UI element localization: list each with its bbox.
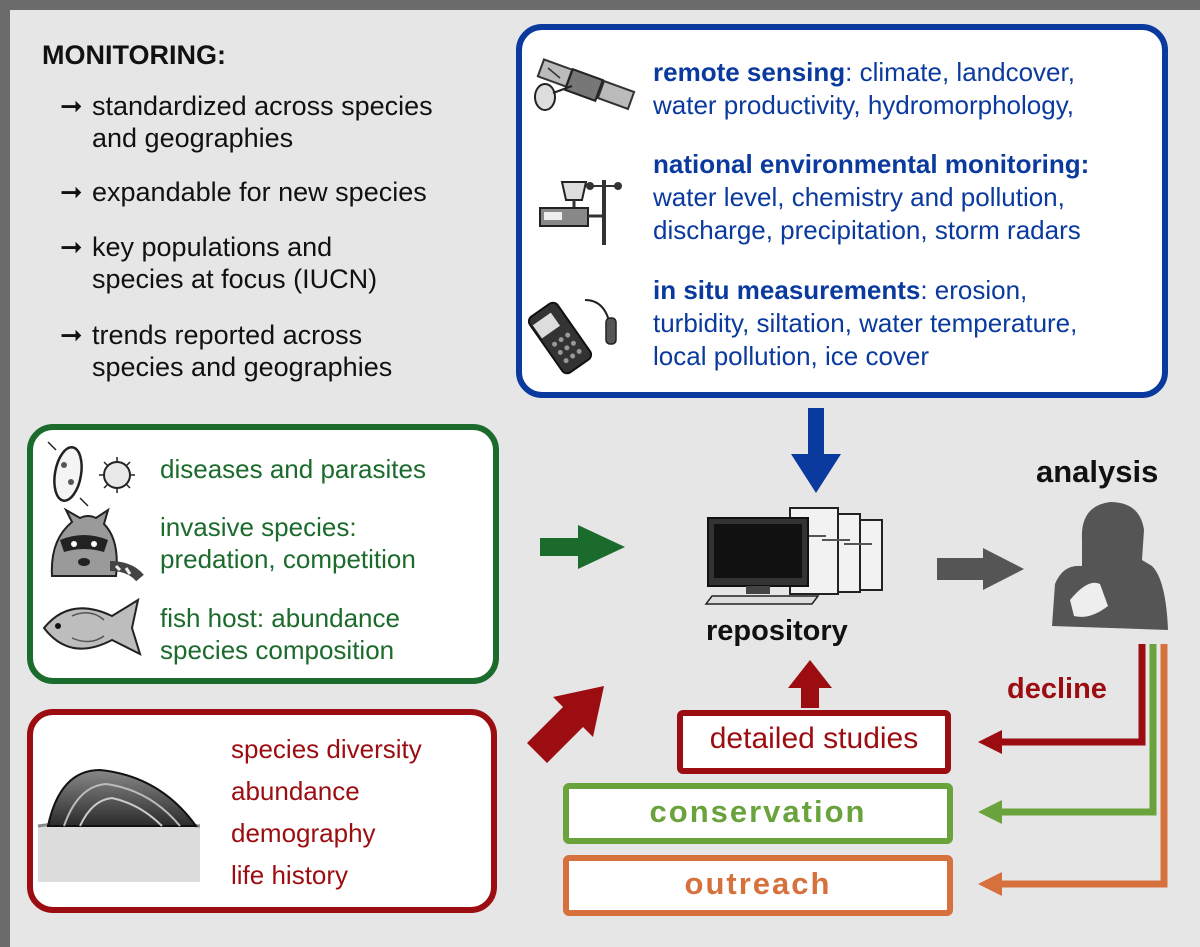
feedback-arrowhead-conservation (978, 800, 1002, 824)
arrow-right-icon: ➞ (60, 320, 83, 350)
monitoring-bullet-3: ➞key populations and species at focus (I… (60, 232, 378, 294)
diseases-text: diseases and parasites (160, 454, 426, 484)
satellite-icon (534, 58, 636, 111)
fish-icon (42, 597, 142, 656)
mussel-icon (37, 768, 201, 882)
raccoon-icon (50, 507, 144, 582)
arrow-right-icon: ➞ (60, 232, 83, 262)
feedback-arrowhead-detailed (978, 730, 1002, 754)
decline-label: decline (1007, 673, 1107, 705)
outreach-label: outreach (684, 866, 832, 901)
national-monitoring-text: national environmental monitoring: water… (653, 149, 1090, 245)
analysis-label: analysis (1036, 454, 1159, 489)
mussel-item: life history (231, 860, 349, 890)
arrow-right-icon: ➞ (60, 91, 83, 121)
in-situ-text: in situ measurements: erosion, turbidity… (653, 275, 1078, 371)
conservation-box (563, 783, 953, 844)
invasive-text: invasive species: predation, competition (160, 512, 416, 574)
meter-device-icon (527, 299, 617, 375)
detailed-studies-label: detailed studies (709, 722, 919, 755)
monitoring-bullet-2: ➞expandable for new species (60, 177, 427, 207)
monitoring-bullet-1: ➞standardized across species and geograp… (60, 91, 433, 153)
remote-sensing-text: remote sensing: climate, landcover, wate… (653, 57, 1075, 120)
feedback-line-outreach (1000, 644, 1168, 888)
arrow-up-studies (788, 660, 832, 708)
conservation-label: conservation (649, 794, 867, 829)
environment-box (516, 24, 1168, 398)
mussel-attributes: species diversity abundance demography l… (231, 728, 422, 896)
arrow-right-threats (540, 525, 625, 569)
bacteria-virus-icon (47, 441, 135, 507)
monitoring-bullet-4: ➞trends reported across species and geog… (60, 320, 393, 382)
feedback-line-detailed (1000, 644, 1146, 746)
arrow-diagonal-mussels (527, 686, 604, 763)
mussel-item: abundance (231, 776, 360, 806)
computer-server-icon (704, 507, 883, 605)
arrow-right-analysis (937, 548, 1024, 590)
arrow-right-icon: ➞ (60, 177, 83, 207)
mussel-item: species diversity (231, 734, 422, 764)
detailed-studies-box (677, 710, 951, 774)
repository-label: repository (706, 615, 848, 647)
feedback-line-conservation (1000, 644, 1157, 816)
fish-host-text: fish host: abundance species composition (160, 603, 400, 665)
arrow-down-environment (791, 408, 841, 493)
feedback-arrowhead-outreach (978, 872, 1002, 896)
weather-station-icon (539, 180, 622, 245)
outreach-box (563, 855, 953, 916)
monitoring-title: MONITORING: (42, 40, 226, 70)
thinking-person-icon (1052, 502, 1168, 630)
mussel-item: demography (231, 818, 376, 848)
